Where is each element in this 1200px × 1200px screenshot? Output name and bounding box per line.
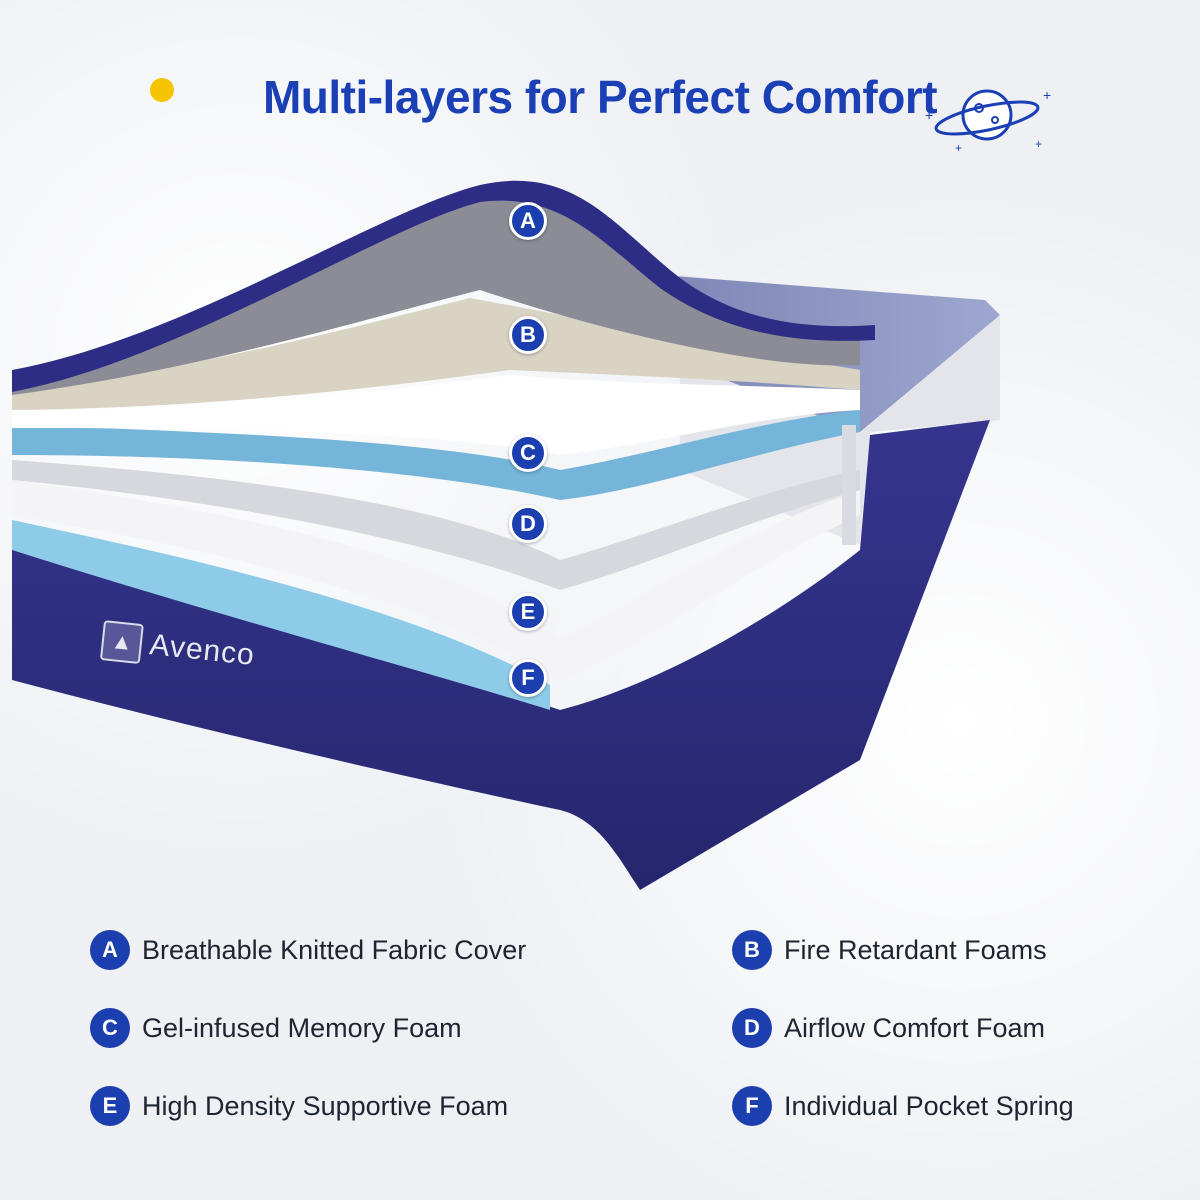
legend-label-e: High Density Supportive Foam	[142, 1090, 509, 1121]
badge-f: F	[509, 659, 547, 697]
legend-label-a: Breathable Knitted Fabric Cover	[142, 934, 527, 965]
svg-text:+: +	[1043, 87, 1051, 103]
svg-text:+: +	[1035, 137, 1042, 151]
legend-badge-f: F	[732, 1086, 772, 1126]
layer-d	[12, 460, 860, 590]
layer-white	[12, 375, 860, 455]
legend-badge-d: D	[732, 1008, 772, 1048]
mattress-illustration	[12, 180, 1000, 890]
badge-a: A	[509, 202, 547, 240]
layer-e	[12, 480, 860, 680]
legend-badge-c: C	[90, 1008, 130, 1048]
badge-e: E	[509, 593, 547, 631]
side-stripe	[842, 425, 856, 545]
mattress-base	[12, 420, 990, 890]
badge-c: C	[509, 434, 547, 472]
legend-badge-a: A	[90, 930, 130, 970]
badge-b: B	[509, 316, 547, 354]
header: Multi-layers for Perfect Comfort	[0, 70, 1200, 124]
layer-a	[12, 192, 860, 395]
layer-b	[12, 298, 860, 410]
legend-label-b: Fire Retardant Foams	[784, 934, 1047, 965]
svg-text:+: +	[955, 141, 962, 155]
page-title: Multi-layers for Perfect Comfort	[262, 71, 938, 123]
legend-badge-b: B	[732, 930, 772, 970]
legend-item-e: E High Density Supportive Foam	[90, 1086, 732, 1126]
sun-icon	[150, 78, 174, 102]
pocket-springs	[12, 520, 550, 710]
legend-badge-e: E	[90, 1086, 130, 1126]
legend-item-a: A Breathable Knitted Fabric Cover	[90, 930, 732, 970]
legend-label-f: Individual Pocket Spring	[784, 1090, 1074, 1121]
legend-label-c: Gel-infused Memory Foam	[142, 1012, 462, 1043]
svg-text:+: +	[925, 107, 933, 123]
legend-label-d: Airflow Comfort Foam	[784, 1012, 1046, 1043]
layer-c	[12, 410, 860, 500]
avenco-logo-icon: ▲	[99, 620, 144, 665]
brand-name: Avenco	[148, 628, 257, 672]
badge-d: D	[509, 505, 547, 543]
legend-item-b: B Fire Retardant Foams	[732, 930, 1120, 970]
legend-item-d: D Airflow Comfort Foam	[732, 1008, 1120, 1048]
legend-item-f: F Individual Pocket Spring	[732, 1086, 1120, 1126]
planet-icon: + + + +	[925, 87, 1051, 155]
layers-legend: A Breathable Knitted Fabric Cover B Fire…	[90, 930, 1120, 1126]
legend-item-c: C Gel-infused Memory Foam	[90, 1008, 732, 1048]
